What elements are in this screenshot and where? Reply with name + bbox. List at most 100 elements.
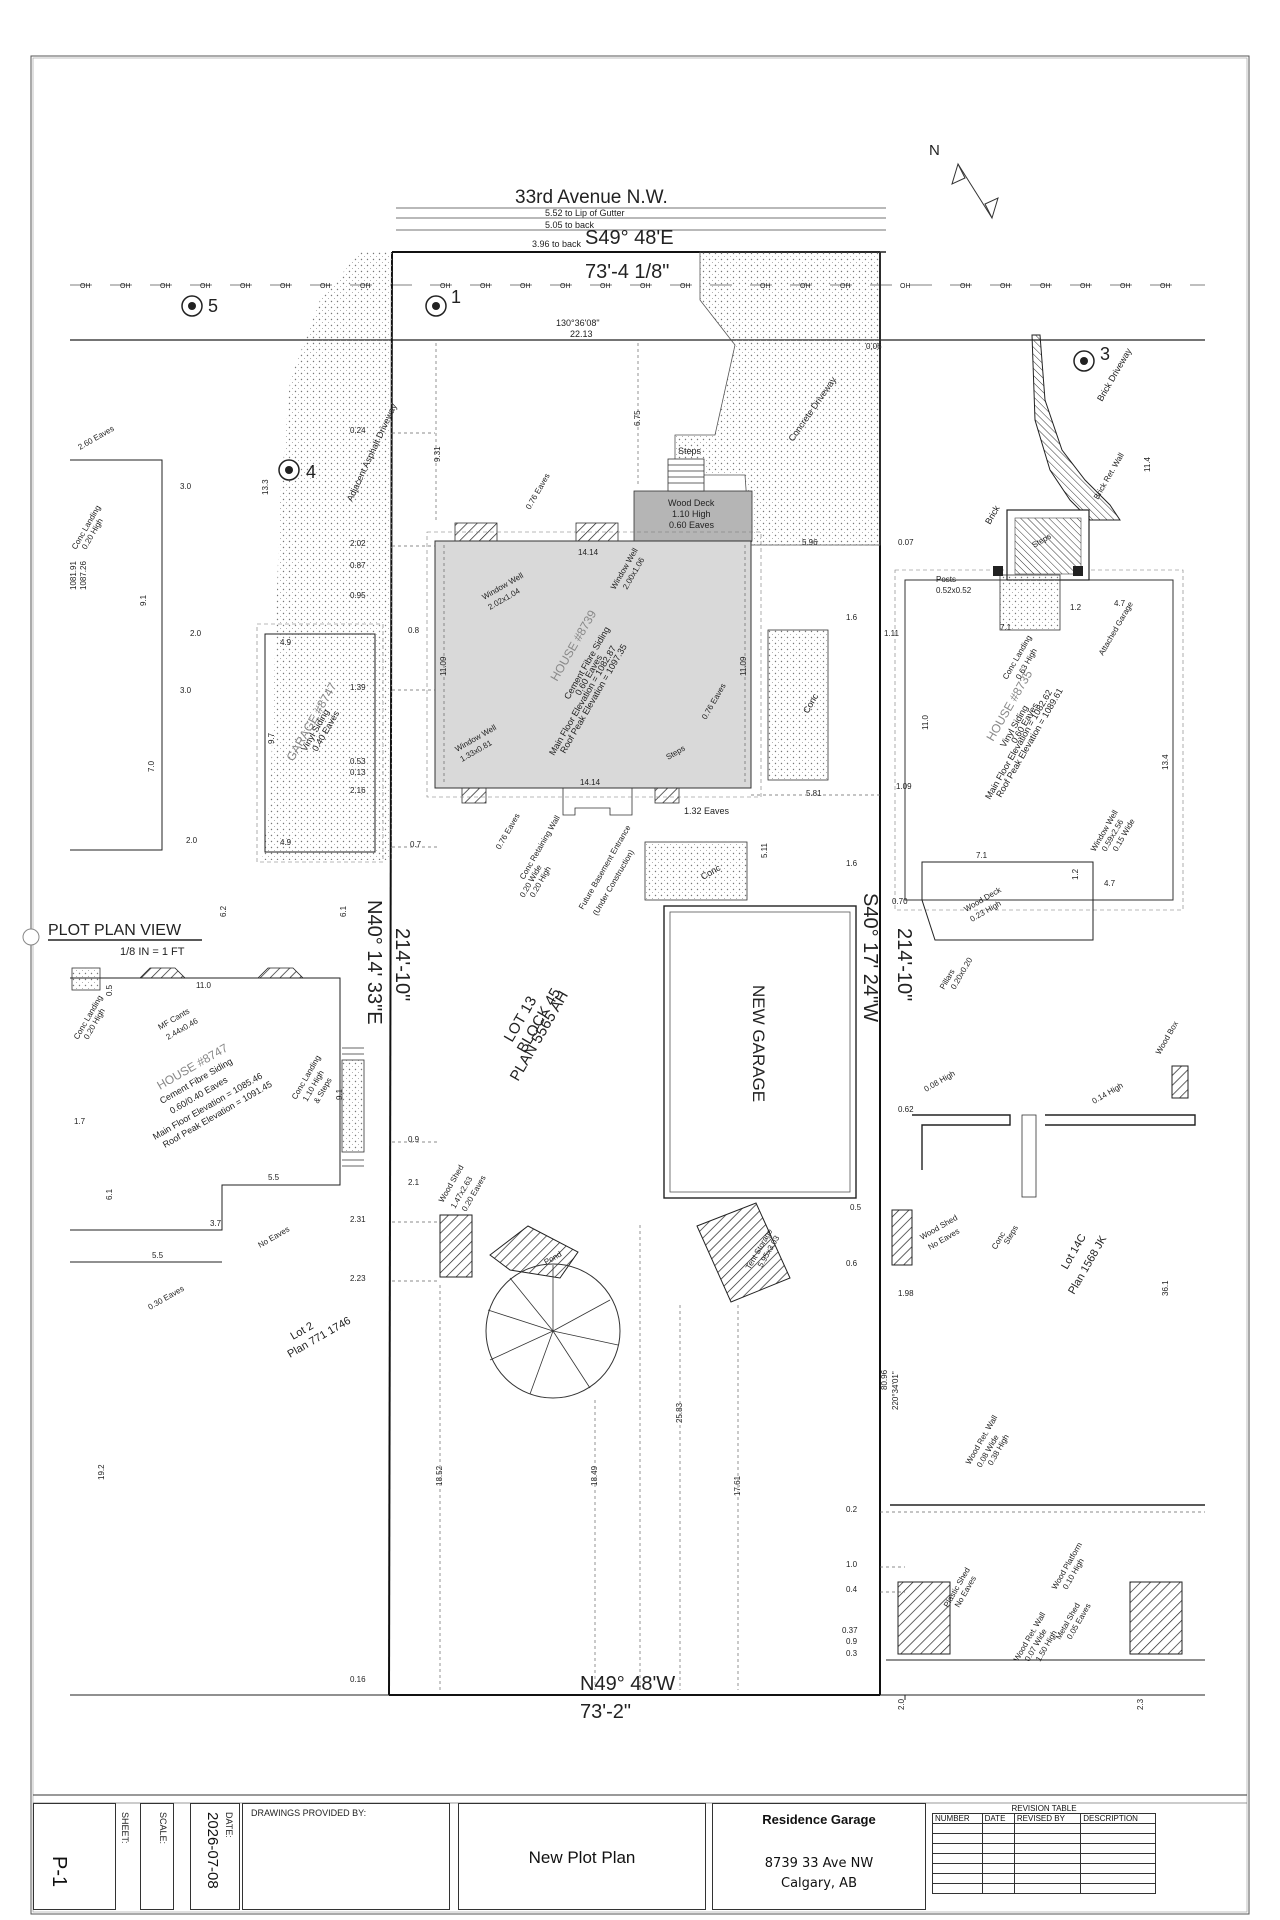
drawing-label: OH [280,283,291,290]
drawing-label: 1081.91 [69,561,78,590]
drawing-label: 1.09 [896,782,912,791]
drawing-label: Steps [678,446,702,456]
drawing-label: 1.6 [846,859,858,868]
drawing-label: 0.5 [850,1203,862,1212]
drawing-label: Attached Garage [1097,600,1135,657]
drawings-provided-box: DRAWINGS PROVIDED BY: [242,1803,450,1910]
drawing-label: 3 [1100,344,1110,364]
drawing-label: 6.2 [219,905,228,917]
drawing-label: Brick [983,503,1002,526]
drawing-label: 5.5 [152,1251,164,1260]
drawing-label: 0.08 High [923,1069,957,1094]
drawing-label: 0.87 [350,561,366,570]
drawing-label: OH [1080,283,1091,290]
drawing-label: 1.98 [898,1289,914,1298]
drawing-label: 0.8 [408,626,420,635]
front-steps [667,458,705,492]
drawing-label: 11.09 [439,656,448,676]
sheet-number: P-1 [48,1856,70,1888]
drawing-label: 1.2 [1070,603,1082,612]
drawing-label: 5.96 [802,538,818,547]
drawing-label: 0.13 [350,768,366,777]
drawing-label: 0.60 Eaves [669,520,715,530]
drawing-label: 0.7 [410,840,422,849]
drawing-label: 9.1 [139,594,148,606]
drawing-label: Main Floor Elevation = 1082.62 [983,688,1054,801]
drawing-label: 1.0 [846,1560,858,1569]
drawing-label: 5.11 [760,842,769,858]
curve-note: 130°36'08" [556,318,600,328]
sheet-border-inner [32,57,1248,1913]
back-note-2: 3.96 to back [532,239,582,249]
plot-view-title: PLOT PLAN VIEW [48,922,182,939]
sheet-label: SHEET: [120,1812,130,1844]
drawing-label: 80.96 [880,1369,889,1390]
drawing-label: 0.53 [350,757,366,766]
street-name: 33rd Avenue N.W. [515,187,668,208]
drawing-label: OH [80,283,91,290]
drawing-label: 1087.26 [79,561,88,590]
drawing-label: 0.24 [350,426,366,435]
project-name: Residence Garage [762,1812,876,1827]
drawings-provided-label: DRAWINGS PROVIDED BY: [251,1808,367,1818]
drawing-label: 0.70 [892,897,908,906]
drawing-label: 2.02 [350,539,366,548]
photo-marker-5-icon: 5 [181,295,218,317]
drawing-label: 0.62 [898,1105,914,1114]
new-garage-label: NEW GARAGE [749,985,768,1102]
date-value: 2026-07-08 [204,1812,221,1889]
drawing-label: 14.14 [580,778,601,787]
drawing-label: 2.16 [350,786,366,795]
drawing-label: 2.1 [408,1178,420,1187]
back-note-1: 5.05 to back [545,220,595,230]
plastic-shed [897,1581,951,1655]
drawing-label: 3.0 [180,686,192,695]
conc-pad [767,629,829,781]
drawing-label: 1 [451,287,461,307]
drawing-label: OH [1000,283,1011,290]
curve-value: 22.13 [570,329,593,339]
drawing-label: 6.75 [633,410,642,426]
pond [489,1225,579,1279]
table-row [932,1833,1156,1844]
drawing-title-box: New Plot Plan [458,1803,706,1910]
tent-storage [696,1202,791,1303]
drawing-label: 4.7 [1114,599,1126,608]
scale-box: SCALE: [140,1803,174,1910]
photo-marker-4-icon: 4 [278,459,316,482]
drawing-label: 6.1 [339,905,348,917]
drawing-label: 0.9 [408,1135,420,1144]
wood-deck [633,490,753,542]
drawing-label: 4.7 [1104,879,1116,888]
drawing-title: New Plot Plan [528,1848,636,1867]
drawing-label: 1.32 Eaves [684,806,730,816]
rev-col-description: DESCRIPTION [1080,1813,1156,1824]
drawing-label: OH [520,283,531,290]
drawing-label: 0.30 Eaves [147,1284,186,1312]
rev-col-revised-by: REVISED BY [1013,1813,1082,1824]
drawing-label: No Eaves [257,1225,292,1250]
drawing-label: 220°34'01" [891,1371,900,1410]
drawing-label: OH [680,283,691,290]
scale-label: SCALE: [158,1812,168,1845]
table-row [932,1873,1156,1884]
project-address-line-2: Calgary, AB [781,1876,857,1891]
drawing-label: 0.14 High [1091,1081,1125,1106]
drawing-label: 0.3 [846,1649,858,1658]
drawing-label: 0.76 Eaves [494,812,522,851]
brick-driveway [1031,334,1121,521]
drawing-label: 0.95 [350,591,366,600]
garage-8747 [264,633,376,853]
bearing-south-length: 73'-2" [580,1701,631,1723]
drawing-label: 13.4 [1161,754,1170,770]
date-label: DATE: [224,1812,234,1838]
north-arrow-icon: N [929,142,999,220]
interior-dimensions: 0.06 0.24 2.02 0.87 0.95 0.8 1.39 0.53 0… [261,342,1145,1710]
drawing-label: Posts [936,575,956,584]
drawing-label: OH [1040,283,1051,290]
bearing-north: S49° 48'E [585,227,674,249]
wood-box [1171,1065,1189,1099]
drawing-label: OH [960,283,971,290]
